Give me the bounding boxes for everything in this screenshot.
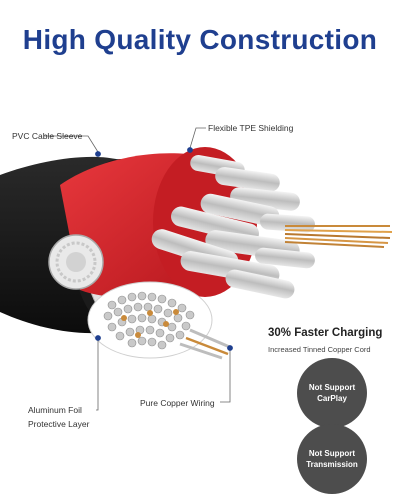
aluminum-foil-label-line1: Aluminum Foil bbox=[28, 405, 82, 415]
no-carplay-badge: Not Support CarPlay bbox=[297, 358, 367, 428]
silver-strand-bundle bbox=[151, 155, 315, 299]
faster-charging-subtitle: Increased Tinned Copper Cord bbox=[268, 345, 371, 354]
copper-wiring-leader bbox=[220, 350, 231, 403]
copper-wiring-label: Pure Copper Wiring bbox=[140, 398, 215, 408]
pvc-sleeve-leader bbox=[44, 135, 99, 153]
no-carplay-badge-line1: Not Support bbox=[308, 383, 356, 392]
no-transmission-badge-line1: Not Support bbox=[308, 449, 356, 458]
no-transmission-badge: Not Support Transmission bbox=[297, 424, 367, 494]
tpe-shielding-label: Flexible TPE Shielding bbox=[208, 123, 294, 133]
copper-strands bbox=[284, 225, 393, 248]
fine-strand-bundle bbox=[87, 281, 233, 360]
pvc-sleeve-label: PVC Cable Sleeve bbox=[12, 131, 83, 141]
tpe-shielding-leader bbox=[189, 127, 206, 149]
faster-charging-title: 30% Faster Charging bbox=[268, 327, 383, 339]
aluminum-foil-leader bbox=[96, 340, 99, 411]
no-carplay-badge-line2: CarPlay bbox=[317, 394, 347, 403]
aluminum-foil-label-line2: Protective Layer bbox=[28, 419, 90, 429]
page-title: High Quality Construction bbox=[22, 24, 378, 55]
no-transmission-badge-line2: Transmission bbox=[306, 460, 358, 469]
